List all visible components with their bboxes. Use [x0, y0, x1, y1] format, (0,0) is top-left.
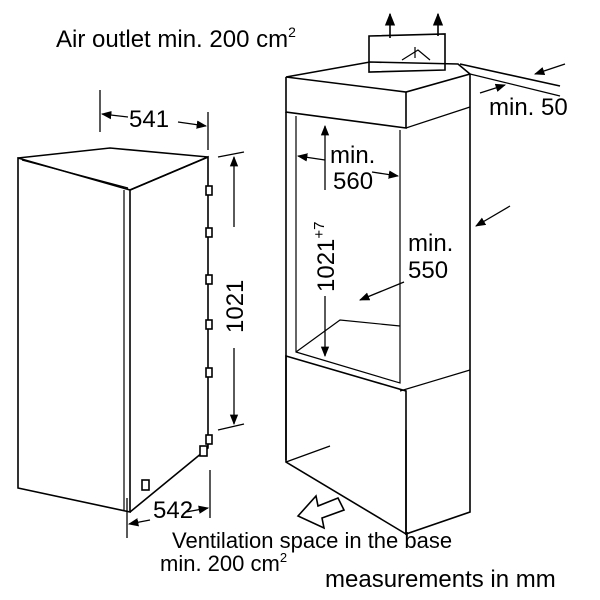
dimension-niche-width: min. 560 — [296, 142, 400, 195]
dimension-min-50: min. 50 — [479, 63, 568, 121]
vent-label-line1: Ventilation space in the base — [172, 528, 452, 553]
dimension-width-top: 541 — [99, 90, 209, 150]
niche-width-min: min. — [330, 142, 375, 169]
niche-depth-value: 550 — [408, 257, 448, 284]
appliance-drawing — [17, 147, 213, 513]
vent-label-line2: min. 200 cm2 — [160, 550, 287, 576]
air-outlet-label: Air outlet min. 200 cm2 — [56, 24, 296, 53]
cabinet-drawing — [285, 12, 561, 536]
width-bottom-value: 542 — [153, 497, 193, 524]
dimension-width-bottom: 542 — [126, 470, 211, 538]
units-label: measurements in mm — [325, 566, 556, 593]
dimension-niche-depth: min. 550 — [359, 205, 511, 301]
dimension-height-appliance: 1021 — [217, 151, 249, 431]
min-50-label: min. 50 — [489, 94, 568, 121]
ventilation-arrow — [296, 494, 346, 530]
height-appliance-value: 1021 — [222, 280, 249, 333]
width-top-value: 541 — [129, 106, 169, 133]
niche-depth-min: min. — [408, 230, 453, 257]
dimension-niche-height: 1021+7 — [311, 124, 340, 358]
niche-width-value: 560 — [333, 168, 373, 195]
niche-height-value: 1021+7 — [311, 222, 340, 293]
